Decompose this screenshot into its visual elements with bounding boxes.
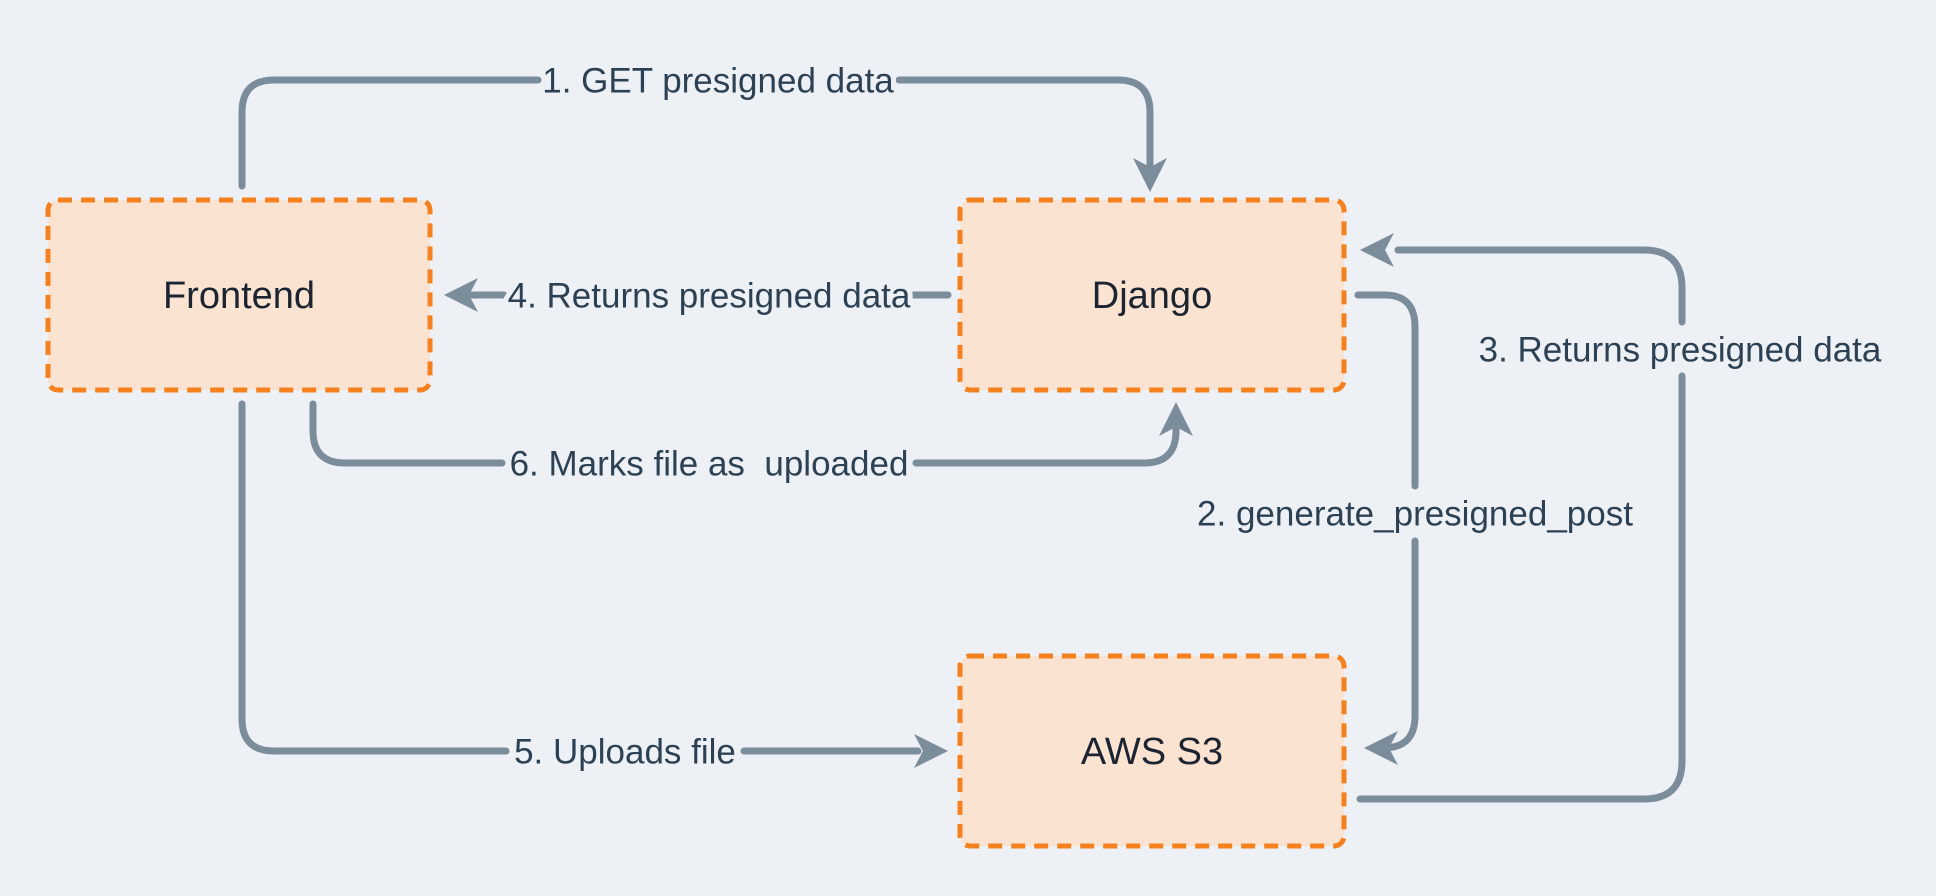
node-frontend-box	[45, 197, 433, 393]
arrow-1-line-right	[895, 76, 1154, 174]
arrow-3-returns-presigned-data	[1356, 233, 1686, 803]
node-frontend: Frontend	[45, 197, 433, 393]
arrow-1-get-presigned-data	[238, 76, 1167, 192]
arrow-6-line-right	[912, 420, 1180, 467]
arrow-2-arrowhead-left-icon	[1364, 731, 1398, 765]
arrow-6-arrowhead-up-icon	[1159, 402, 1193, 436]
arrow-1-label: 1. GET presigned data	[542, 62, 894, 101]
arrow-2-line-top	[1354, 291, 1419, 490]
node-aws-s3-label: AWS S3	[1081, 731, 1223, 773]
arrow-5-arrowhead-right-icon	[914, 734, 948, 768]
arrow-2-label: 2. generate_presigned_post	[1197, 495, 1633, 534]
arrow-3-label: 3. Returns presigned data	[1479, 331, 1882, 370]
arrow-5-line-left	[238, 400, 510, 755]
node-aws-s3-box	[957, 653, 1347, 849]
arrow-5-label: 5. Uploads file	[514, 733, 736, 772]
node-django: Django	[957, 197, 1347, 393]
arrow-3-arrowhead-left-icon	[1360, 233, 1394, 267]
node-frontend-label: Frontend	[163, 275, 315, 317]
arrow-2-generate-presigned-post	[1354, 291, 1419, 765]
node-aws-s3: AWS S3	[957, 653, 1347, 849]
arrow-4-arrowhead-left-icon	[444, 278, 478, 312]
arrow-5-uploads-file	[238, 400, 948, 768]
arrow-6-label: 6. Marks file as uploaded	[510, 445, 909, 484]
node-django-label: Django	[1092, 275, 1212, 317]
arrow-2-line-bottom	[1379, 537, 1419, 752]
arrow-1-line-left	[238, 76, 542, 190]
node-django-box	[957, 197, 1347, 393]
arrow-1-arrowhead-down-icon	[1133, 158, 1167, 192]
arrow-4-label: 4. Returns presigned data	[508, 277, 911, 316]
arrow-6-marks-file-uploaded	[309, 400, 1193, 467]
arrow-6-line-left	[309, 400, 506, 467]
arrow-3-line-top	[1394, 246, 1686, 326]
arrow-4-returns-presigned-data	[444, 278, 952, 312]
arrow-3-line-bottom	[1356, 372, 1686, 803]
